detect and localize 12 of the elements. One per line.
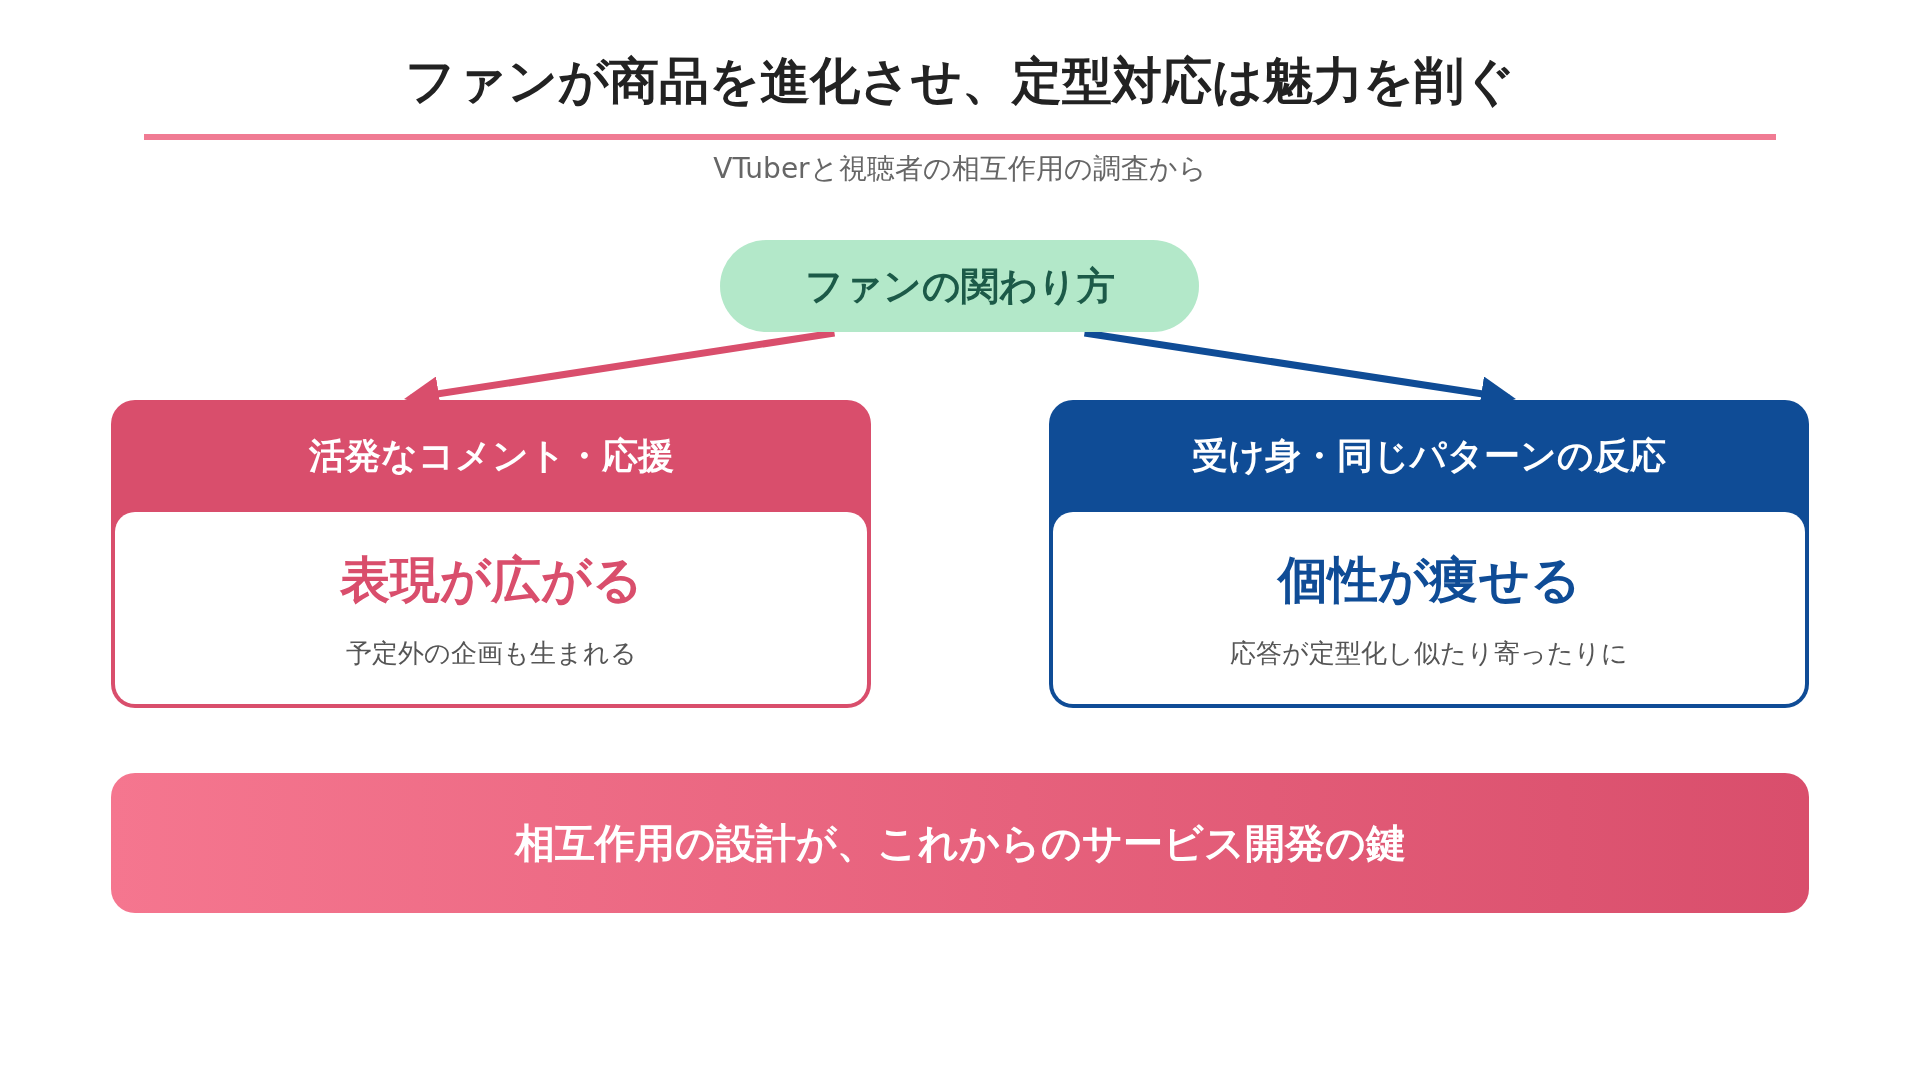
topic-pill: ファンの関わり方 [720,240,1199,332]
card-result: 個性が痩せる [1277,550,1581,611]
card-heading: 受け身・同じパターンの反応 [1192,434,1666,478]
conclusion-banner: 相互作用の設計が、これからのサービス開発の鍵 [111,773,1809,913]
card-detail: 応答が定型化し似たり寄ったりに [1230,637,1628,670]
subtitle: VTuberと視聴者の相互作用の調査から [713,151,1207,187]
outcome-card [1049,400,1809,708]
card-result: 表現が広がる [339,550,643,611]
title: ファンが商品を進化させ、定型対応は魅力を削ぐ [405,51,1515,112]
outcome-card [111,400,871,708]
card-detail: 予定外の企画も生まれる [345,637,637,670]
card-heading: 活発なコメント・応援 [308,434,674,478]
